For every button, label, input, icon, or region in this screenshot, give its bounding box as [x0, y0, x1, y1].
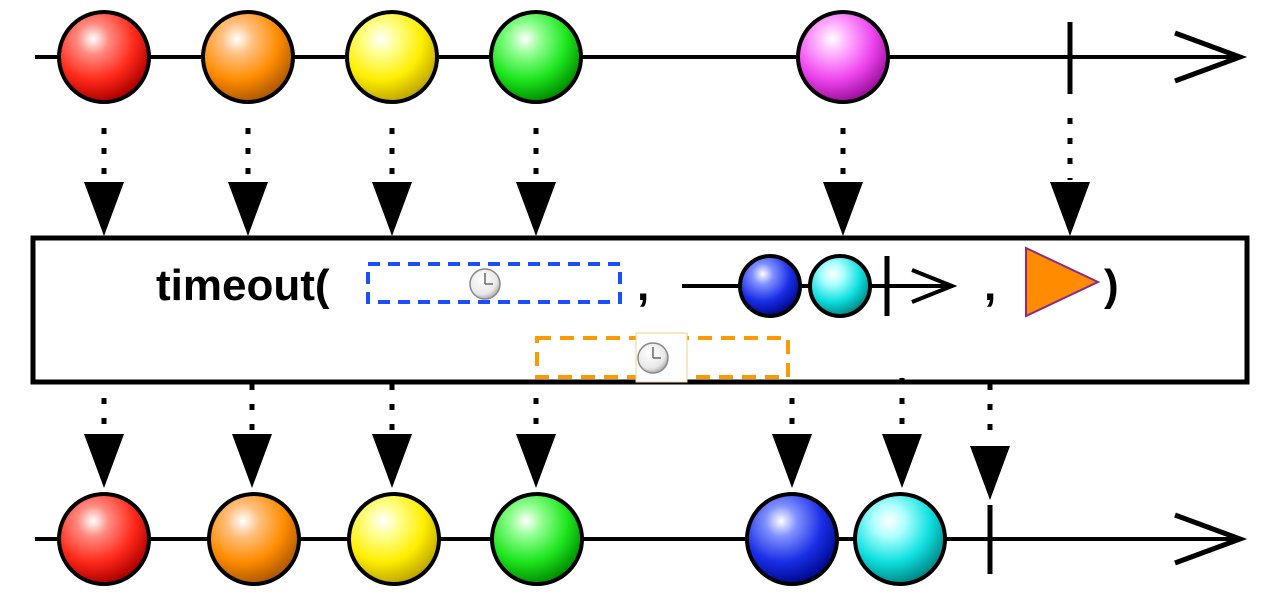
operator-close: ) — [1104, 261, 1119, 310]
result-marble-yellow — [347, 492, 441, 586]
operator-box: timeout( , , ) — [30, 235, 1250, 385]
arrowhead-1 — [84, 182, 124, 236]
source-marble-red — [57, 10, 151, 104]
first-timeout-selector — [366, 262, 622, 304]
result-arrowhead-4 — [516, 434, 556, 488]
source-marble-green — [489, 10, 583, 104]
operator-to-result-arrowheads — [84, 434, 1010, 500]
arrowhead-6 — [1050, 182, 1090, 236]
clock-icon — [469, 268, 501, 300]
arrowhead-5 — [823, 182, 863, 236]
clock-icon — [637, 342, 669, 374]
operator-name: timeout( — [156, 261, 330, 310]
result-timeline-arrowhead — [1174, 512, 1248, 566]
fallback-marble-cyan — [808, 254, 872, 318]
result-arrowhead-1 — [84, 434, 124, 488]
source-marble-orange — [201, 10, 295, 104]
result-marble-green — [490, 492, 584, 586]
source-timeline — [35, 10, 1248, 104]
fallback-arrowhead — [911, 268, 958, 304]
result-arrowhead-7 — [970, 446, 1010, 500]
result-marble-blue — [745, 492, 839, 586]
separator-2: , — [984, 261, 996, 310]
arrowhead-3 — [372, 182, 412, 236]
separator-1: , — [637, 261, 649, 310]
source-timeline-arrowhead — [1174, 30, 1248, 84]
result-marble-cyan — [853, 492, 947, 586]
result-timeline — [35, 492, 1248, 586]
result-arrowhead-2 — [232, 434, 272, 488]
source-to-operator-arrowheads — [84, 182, 1090, 236]
arrowhead-2 — [228, 182, 268, 236]
source-marble-magenta — [796, 10, 890, 104]
result-arrowhead-3 — [372, 434, 412, 488]
result-marble-red — [57, 492, 151, 586]
arrowhead-4 — [516, 182, 556, 236]
timeout-selector — [535, 332, 790, 383]
result-arrowhead-5 — [772, 434, 812, 488]
first-timeout-box — [366, 262, 622, 304]
source-to-operator-arrows — [101, 118, 1073, 180]
play-triangle-icon — [1025, 246, 1101, 318]
operator-to-result-arrows — [101, 378, 993, 444]
fallback-observable — [682, 254, 958, 318]
result-marble-orange — [207, 492, 301, 586]
fallback-marble-blue — [738, 254, 802, 318]
result-arrowhead-6 — [882, 434, 922, 488]
source-marble-yellow — [345, 10, 439, 104]
